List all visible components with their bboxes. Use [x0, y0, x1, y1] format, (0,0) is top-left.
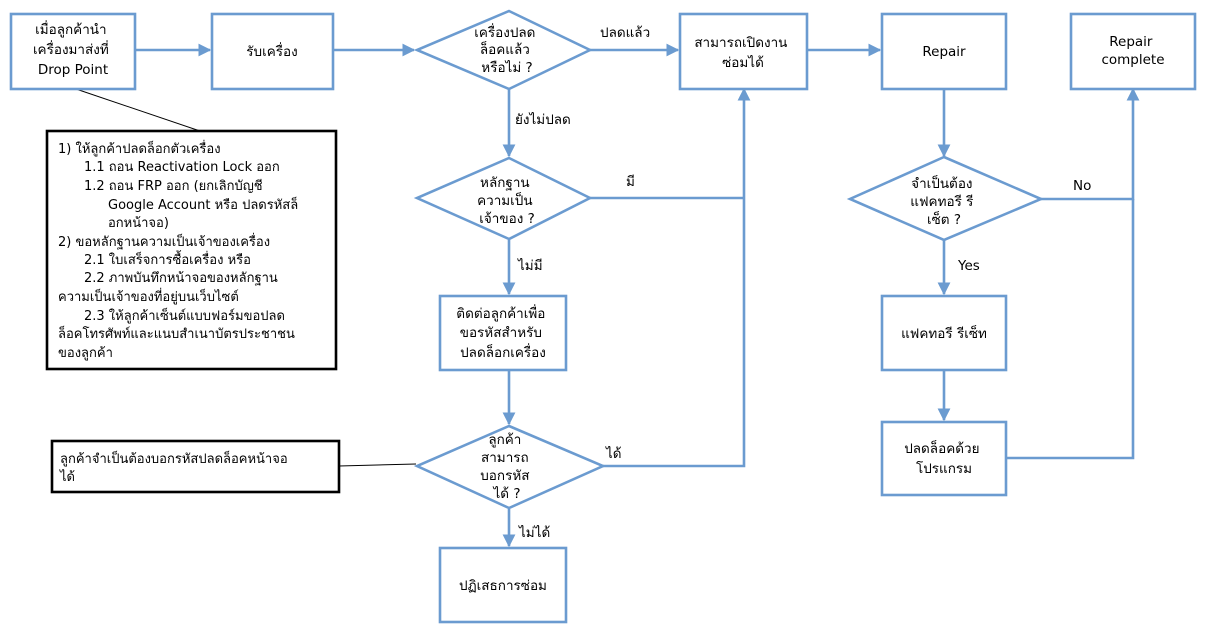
factory-reset-box — [880, 294, 1008, 372]
factory-reset-decision-text: จำเป็นต้อง แฟคทอรี รี เซ็ต ? — [910, 174, 977, 228]
repair-text: Repair — [922, 44, 966, 60]
receive-box — [210, 12, 335, 91]
unlocked-decision — [413, 9, 593, 91]
unlock-steps-note-text: 1) ให้ลูกค้าปลดล็อกตัวเครื่อง 1.1 ถอน Re… — [58, 139, 302, 361]
screen-code-note — [50, 439, 341, 494]
unlocked-decision-text: เครื่องปลด ล็อคแล้ว หรือไม่ ? — [474, 23, 540, 76]
label-yes: Yes — [957, 258, 980, 274]
callout-line-droppoint — [75, 88, 201, 132]
arrow-customercode-to-canrepair — [603, 87, 751, 468]
label-cannot: ไม่ได้ — [518, 525, 550, 541]
label-no: No — [1073, 178, 1091, 194]
label-has: มี — [626, 174, 635, 190]
factory-reset-decision — [846, 155, 1045, 242]
customer-code-decision — [413, 424, 607, 510]
receive-text: รับเครื่อง — [246, 42, 297, 60]
drop-point-text: เมื่อลูกค้านำ เครื่องมาส่งที่ Drop Point — [33, 20, 113, 78]
arrow-unlockprogram-to-complete — [1007, 199, 1135, 460]
unlock-program-text: ปลดล็อคด้วย โปรแกรม — [904, 439, 984, 477]
label-none: ไม่มี — [517, 258, 543, 274]
can-repair-box — [678, 12, 809, 91]
repair-box — [880, 12, 1008, 91]
label-unlocked: ปลดแล้ว — [600, 25, 650, 41]
refuse-text: ปฏิเสธการซ่อม — [459, 578, 547, 594]
connectors — [136, 43, 1140, 548]
contact-customer-text: ติดต่อลูกค้าเพื่อ ขอรหัสสำหรับ ปลดล็อกเค… — [456, 304, 549, 361]
unlock-steps-note — [45, 129, 338, 371]
drop-point-box — [9, 12, 137, 91]
callout-line-screen-code — [338, 463, 417, 467]
label-can: ได้ — [605, 446, 622, 462]
unlock-program-box — [880, 420, 1008, 497]
refuse-box — [438, 546, 568, 624]
can-repair-text: สามารถเปิดงาน ซ่อมได้ — [694, 35, 791, 71]
customer-code-decision-text: ลูกค้า สามารถ บอกรหัส ได้ ? — [480, 432, 534, 502]
repair-complete-box — [1069, 12, 1197, 91]
screen-code-note-text: ลูกค้าจำเป็นต้องบอกรหัสปลดล็อคหน้าจอ ได้ — [59, 449, 292, 485]
ownership-decision-text: หลักฐาน ความเป็น เจ้าของ ? — [477, 175, 537, 227]
contact-customer-box — [438, 294, 568, 372]
label-not-unlocked: ยังไม่ปลด — [515, 112, 571, 128]
repair-complete-text: Repair complete — [1101, 34, 1164, 68]
ownership-decision — [413, 156, 593, 241]
factory-reset-text: แฟคทอรี รีเซ็ท — [901, 324, 987, 342]
